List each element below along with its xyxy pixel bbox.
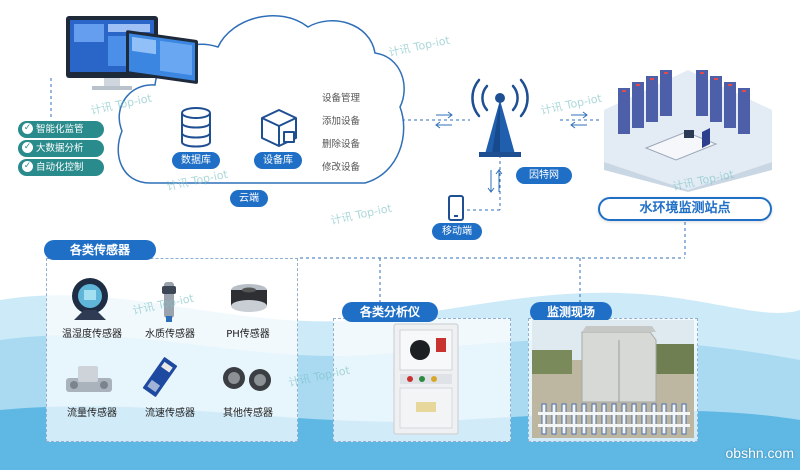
monitoring-site-title: 监测现场 [530, 302, 612, 322]
ph-sensor-image [231, 284, 267, 312]
device-item-delete: 删除设备 [322, 139, 361, 150]
sensor-label-flow: 流量传感器 [67, 408, 117, 419]
sensor-label-water-quality: 水质传感器 [145, 329, 195, 340]
device-library-icon [261, 109, 297, 147]
sensor-label-ph: PH传感器 [226, 329, 270, 340]
velocity-sensor-image [142, 357, 178, 397]
analyzer-panel-title: 各类分析仪 [342, 302, 438, 322]
temperature-humidity-sensor-image [72, 278, 108, 320]
cloud-label: 云端 [230, 190, 268, 207]
sensor-label-other: 其他传感器 [223, 408, 273, 419]
site-watermark: obshn.com [725, 445, 794, 461]
mobile-phone-icon [448, 195, 464, 221]
feature-item-smart-supervision: ✓智能化监管 [18, 121, 104, 138]
monitoring-station-room-image [604, 70, 772, 192]
dashboard-monitors-image [66, 16, 198, 90]
water-quality-sensor-image [162, 282, 176, 322]
device-item-add: 添加设备 [322, 116, 361, 127]
feature-item-automation: ✓自动化控制 [18, 159, 104, 176]
other-sensors-image [223, 367, 271, 391]
database-icon [181, 107, 211, 148]
internet-label: 因特网 [516, 167, 572, 184]
check-icon: ✓ [22, 161, 33, 172]
sensor-label-temp-humidity: 温湿度传感器 [62, 329, 122, 340]
monitoring-site-photo [532, 320, 694, 438]
station-title: 水环境监测站点 [598, 197, 772, 221]
internet-tower-icon [471, 78, 529, 157]
sensors-panel-title: 各类传感器 [44, 240, 156, 260]
sensor-label-velocity: 流速传感器 [145, 408, 195, 419]
device-item-manage: 设备管理 [322, 93, 361, 104]
database-label: 数据库 [172, 152, 220, 169]
check-icon: ✓ [22, 123, 33, 134]
feature-item-big-data: ✓大数据分析 [18, 140, 104, 157]
mobile-label: 移动端 [432, 223, 482, 240]
check-icon: ✓ [22, 142, 33, 153]
device-item-modify: 修改设备 [322, 162, 361, 173]
flow-sensor-image [66, 366, 112, 392]
device-library-label: 设备库 [254, 152, 302, 169]
analyzer-cabinet-image [393, 323, 459, 435]
